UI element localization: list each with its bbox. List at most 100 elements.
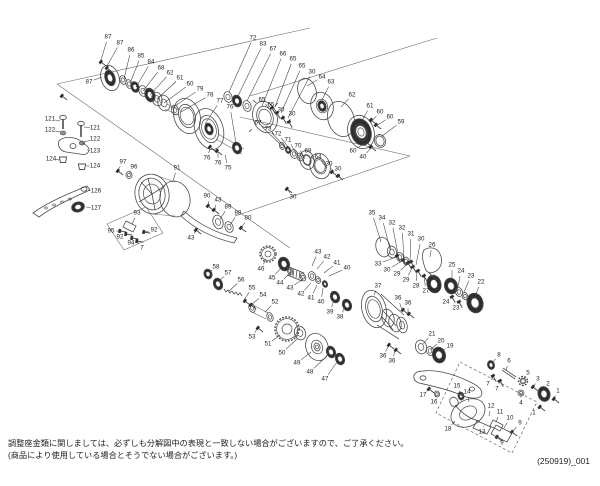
leader-line [399, 302, 403, 311]
part-label-122: 122 [45, 127, 56, 134]
leader-line [230, 112, 237, 144]
leader-line [131, 217, 136, 225]
screw-shape [408, 259, 415, 268]
part-label-58: 58 [213, 264, 220, 271]
part-outline [501, 367, 517, 380]
leader-line [124, 233, 127, 235]
leader-line [439, 348, 446, 353]
leader-line [143, 230, 149, 233]
part-label-30: 30 [309, 69, 316, 76]
leader-line [321, 287, 324, 297]
leader-line [459, 390, 462, 395]
leader-line [463, 280, 470, 293]
washer-shape [178, 103, 196, 129]
part-label-70: 70 [295, 143, 302, 150]
part-label-30: 30 [418, 236, 425, 243]
part-label-79: 79 [197, 86, 204, 93]
washer-shape [289, 149, 299, 159]
part-outline [454, 404, 481, 422]
part-label-27: 27 [423, 288, 430, 295]
leader-line [275, 267, 282, 275]
part-label-41: 41 [308, 295, 315, 302]
part-label-121: 121 [45, 116, 56, 123]
part-label-24: 24 [458, 268, 465, 275]
screw-shape [368, 144, 377, 152]
leader-line [208, 148, 211, 154]
leader-line [264, 305, 272, 313]
arm-hole [60, 200, 64, 204]
part-label-85: 85 [138, 53, 145, 60]
screw-shape [98, 59, 107, 67]
washer-shape [307, 271, 317, 281]
washer-shape [305, 332, 329, 362]
leader-line [408, 267, 413, 276]
part-label-69: 69 [305, 148, 312, 155]
part-label-67: 67 [255, 120, 262, 127]
washer-shape [296, 152, 304, 162]
leader-line [400, 263, 408, 271]
leader-line [273, 109, 276, 114]
part-outline [490, 424, 513, 443]
leader-line [300, 351, 312, 361]
part-label-2: 2 [546, 381, 550, 388]
part-outline [286, 266, 305, 282]
leader-line [135, 66, 149, 88]
leader-line [265, 103, 270, 109]
part-label-86: 86 [128, 47, 135, 54]
leader-line [224, 154, 228, 163]
leader-line [415, 244, 421, 266]
washer-shape [69, 143, 77, 149]
washer-shape [173, 98, 201, 134]
part-label-73: 73 [265, 126, 272, 133]
part-label-17: 17 [420, 392, 427, 399]
part-outline [413, 370, 483, 399]
part-label-87: 87 [105, 34, 112, 41]
leader-line [375, 119, 386, 127]
washer-shape [299, 272, 307, 282]
part-label-40: 40 [360, 154, 367, 161]
part-label-60: 60 [377, 109, 384, 116]
gear-shape [259, 245, 277, 263]
leader-line [193, 230, 197, 234]
part-label-92: 92 [117, 234, 124, 241]
part-label-80: 80 [245, 215, 252, 222]
part-label-43: 43 [215, 197, 222, 204]
part-label-7: 7 [140, 245, 144, 252]
part-label-38: 38 [337, 314, 344, 321]
part-label-39: 39 [327, 309, 334, 316]
part-label-14: 14 [464, 389, 471, 396]
part-label-56: 56 [238, 277, 245, 284]
part-label-32: 32 [389, 220, 396, 227]
leader-line [106, 47, 118, 67]
part-label-61: 61 [177, 75, 184, 82]
leader-line [383, 222, 391, 250]
leader-line [207, 201, 210, 206]
part-label-124: 124 [46, 156, 57, 163]
part-label-31: 31 [408, 231, 415, 238]
washer-shape [431, 346, 447, 364]
leader-line [430, 344, 438, 350]
washer-shape [119, 75, 127, 85]
leader-line [435, 394, 437, 398]
leader-line [495, 416, 499, 423]
part-label-60: 60 [387, 114, 394, 121]
leader-line [290, 144, 299, 157]
washer-shape [242, 100, 252, 112]
arm-hole [52, 203, 56, 207]
leader-line [250, 298, 260, 306]
screw-shape [142, 229, 151, 235]
part-label-87: 87 [117, 40, 124, 47]
part-label-54: 54 [260, 292, 267, 299]
part-label-35: 35 [369, 210, 376, 217]
part-label-36: 36 [395, 295, 402, 302]
washer-shape [125, 171, 133, 179]
leader-line [311, 256, 317, 267]
part-outline [180, 210, 238, 244]
doc-code: (250919)_001 [537, 456, 590, 466]
leader-line [392, 228, 399, 255]
washer-shape [231, 94, 243, 108]
leader-line [172, 172, 176, 182]
leader-line [331, 299, 335, 308]
part-label-96: 96 [131, 164, 138, 171]
leader-line [294, 278, 304, 286]
